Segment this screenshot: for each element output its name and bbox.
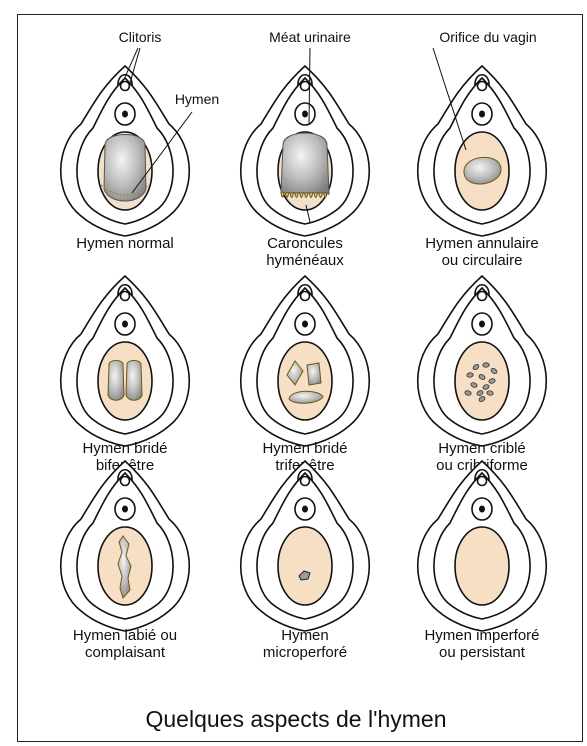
caption-annulaire: ou circulaire xyxy=(442,252,523,269)
meatus-dot xyxy=(479,111,485,118)
meatus-dot xyxy=(122,111,128,118)
caption-labie: complaisant xyxy=(85,644,166,661)
caption-trifenetre: Hymen bridé xyxy=(262,440,347,457)
window-opening-1 xyxy=(108,361,124,401)
caption-caroncules: hyménéaux xyxy=(266,252,344,269)
vulva-illustration-normal xyxy=(61,66,190,236)
vulva-illustration-imperfore xyxy=(418,461,547,631)
cribriform-hole xyxy=(483,363,490,368)
caption-microperfore: microperforé xyxy=(263,644,347,661)
vaginal-opening xyxy=(281,133,329,193)
vulva-illustration-microperfore xyxy=(241,461,370,631)
vulva-illustration-labie xyxy=(61,461,190,631)
vestibule xyxy=(455,527,509,605)
cribriform-hole xyxy=(466,372,473,377)
clitoris-icon xyxy=(301,82,310,91)
clitoris-icon xyxy=(121,477,130,486)
meatus-dot xyxy=(479,506,485,513)
caption-bifenetre: Hymen bridé xyxy=(82,440,167,457)
callout-meat-urinaire: Méat urinaire xyxy=(269,29,351,45)
caption-caroncules: Caroncules xyxy=(267,235,343,252)
vulva-illustration-trifenetre xyxy=(241,276,370,446)
vestibule xyxy=(278,342,332,420)
callout-orifice-vagin: Orifice du vagin xyxy=(439,29,536,45)
meatus-dot xyxy=(302,506,308,513)
caption-microperfore: Hymen xyxy=(281,627,329,644)
window-opening-2 xyxy=(126,361,142,401)
meatus-dot xyxy=(122,321,128,328)
slit-opening xyxy=(118,536,131,598)
vulva-illustration-annulaire xyxy=(418,66,547,236)
vestibule xyxy=(278,527,332,605)
caption-normal: Hymen normal xyxy=(76,235,174,252)
clitoris-icon xyxy=(301,477,310,486)
meatus-dot xyxy=(479,321,485,328)
clitoris-icon xyxy=(478,477,487,486)
caption-imperfore: Hymen imperforé xyxy=(424,627,539,644)
clitoris-icon xyxy=(478,292,487,301)
clitoris-icon xyxy=(301,292,310,301)
callout-hymen: Hymen xyxy=(175,91,219,107)
meatus-dot xyxy=(302,321,308,328)
meatus-dot xyxy=(302,111,308,118)
vulva-illustration-bifenetre xyxy=(61,276,190,446)
caption-crible: Hymen criblé xyxy=(438,440,526,457)
callout-clitoris: Clitoris xyxy=(119,29,162,45)
caption-annulaire: Hymen annulaire xyxy=(425,235,538,252)
vestibule xyxy=(98,342,152,420)
clitoris-icon xyxy=(121,292,130,301)
window-opening-2 xyxy=(307,363,321,385)
vulva-illustration-caroncules xyxy=(241,66,370,236)
vestibule xyxy=(455,342,509,420)
clitoris-icon xyxy=(478,82,487,91)
caption-labie: Hymen labié ou xyxy=(73,627,177,644)
caption-imperfore: ou persistant xyxy=(439,644,526,661)
meatus-dot xyxy=(122,506,128,513)
figure-title: Quelques aspects de l'hymen xyxy=(145,706,446,732)
vulva-illustration-crible xyxy=(418,276,547,446)
